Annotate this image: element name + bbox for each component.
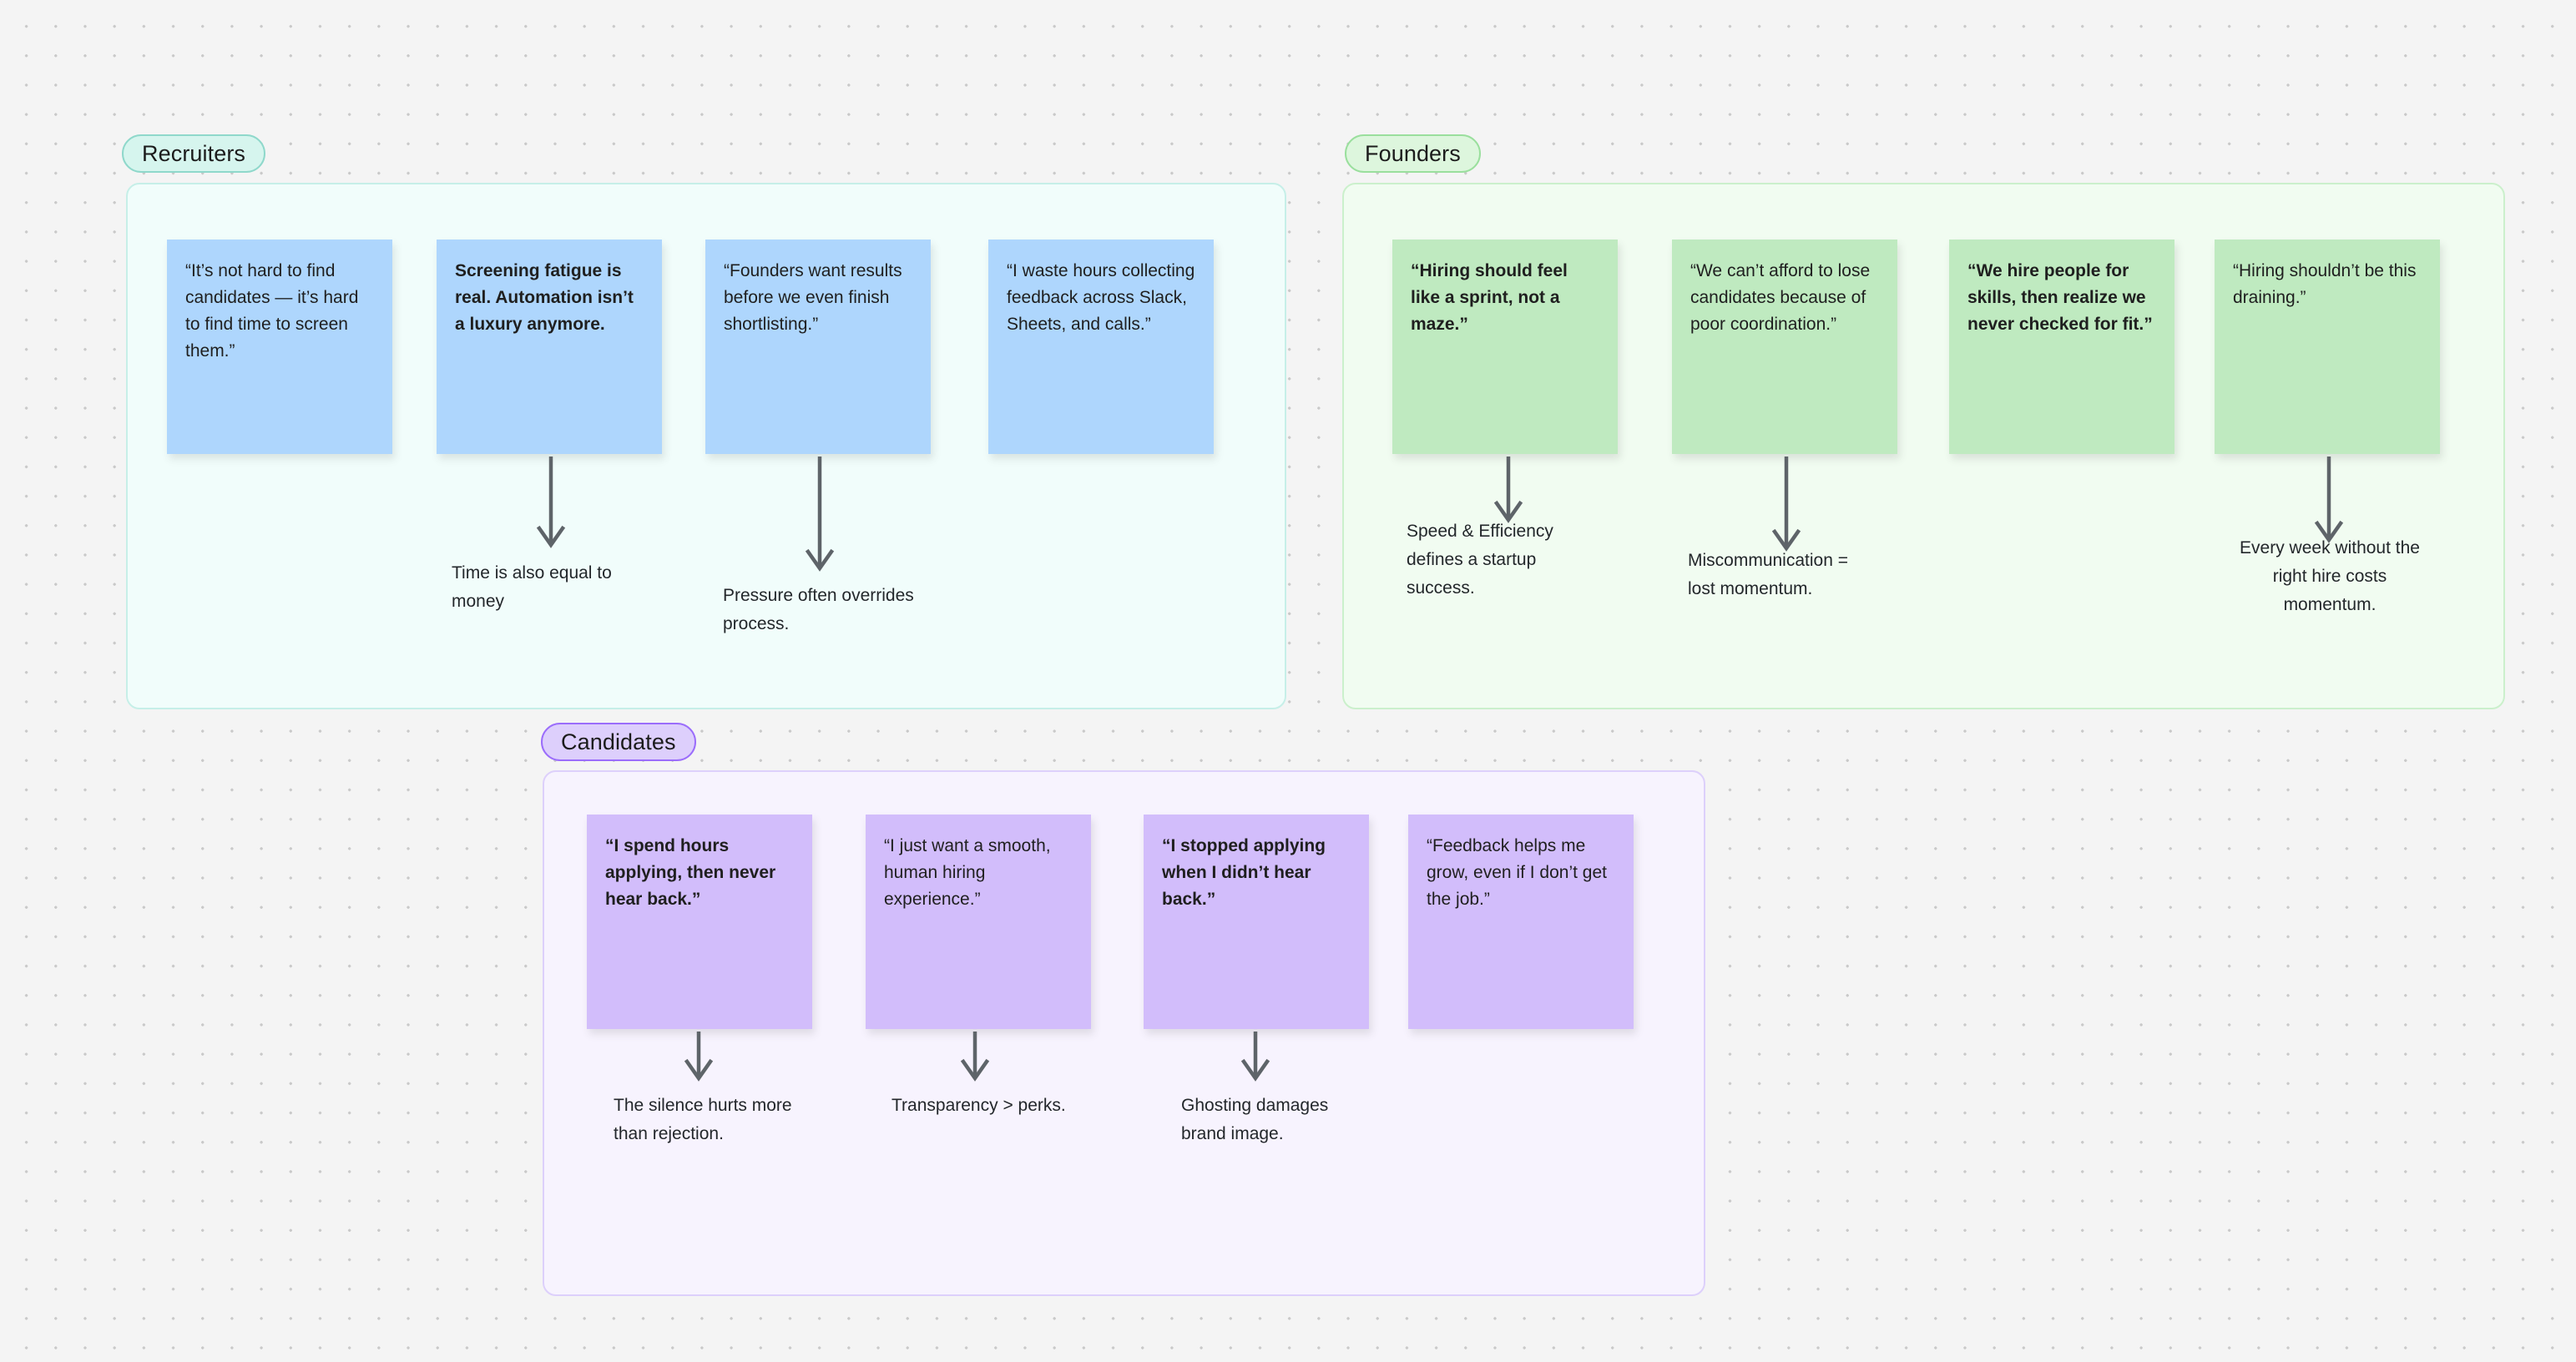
- sticky-note[interactable]: “I stopped applying when I didn’t hear b…: [1144, 815, 1369, 1029]
- sticky-note-text: “Hiring shouldn’t be this draining.”: [2233, 261, 2417, 307]
- arrow-down-icon: [684, 1032, 714, 1082]
- caption-text: Pressure often overrides process.: [723, 586, 914, 634]
- sticky-note-text: “We hire people for skills, then realize…: [1967, 261, 2153, 334]
- arrow-down-icon: [960, 1032, 990, 1082]
- sticky-note-text: “Hiring should feel like a sprint, not a…: [1411, 261, 1568, 334]
- sticky-note-text: “I waste hours collecting feedback acros…: [1007, 261, 1195, 334]
- section-label-founders[interactable]: Founders: [1345, 134, 1481, 173]
- sticky-note-text: “We can’t afford to lose candidates beca…: [1690, 261, 1871, 334]
- caption-text: Every week without the right hire costs …: [2240, 538, 2420, 615]
- sticky-note[interactable]: “We can’t afford to lose candidates beca…: [1672, 240, 1897, 454]
- arrow-down-icon: [2314, 457, 2344, 543]
- section-label-founders-text: Founders: [1365, 140, 1461, 166]
- sticky-note[interactable]: “Hiring shouldn’t be this draining.”: [2215, 240, 2440, 454]
- section-label-candidates[interactable]: Candidates: [541, 723, 696, 761]
- sticky-note[interactable]: “Hiring should feel like a sprint, not a…: [1392, 240, 1618, 454]
- sticky-note-text: “Feedback helps me grow, even if I don’t…: [1427, 836, 1607, 909]
- section-label-candidates-text: Candidates: [561, 729, 676, 754]
- sticky-note[interactable]: “Feedback helps me grow, even if I don’t…: [1408, 815, 1634, 1029]
- caption-text: Transparency > perks.: [891, 1096, 1066, 1115]
- caption-text: The silence hurts more than rejection.: [614, 1096, 792, 1144]
- arrow-down-icon: [1240, 1032, 1270, 1082]
- arrow-down-icon: [536, 457, 566, 548]
- caption-text: Speed & Efficiency defines a startup suc…: [1407, 522, 1553, 598]
- arrow-down-icon: [1493, 457, 1523, 523]
- sticky-note[interactable]: “It’s not hard to find candidates — it’s…: [167, 240, 392, 454]
- sticky-note-text: “It’s not hard to find candidates — it’s…: [185, 261, 359, 361]
- sticky-note-text: Screening fatigue is real. Automation is…: [455, 261, 634, 334]
- sticky-note[interactable]: “I waste hours collecting feedback acros…: [988, 240, 1214, 454]
- sticky-note[interactable]: Screening fatigue is real. Automation is…: [437, 240, 662, 454]
- arrow-down-icon: [1771, 457, 1801, 552]
- sticky-note[interactable]: “Founders want results before we even fi…: [705, 240, 931, 454]
- sticky-note[interactable]: “We hire people for skills, then realize…: [1949, 240, 2174, 454]
- caption-text: Time is also equal to money: [452, 563, 612, 612]
- sticky-note-text: “I stopped applying when I didn’t hear b…: [1162, 836, 1326, 909]
- sticky-note-text: “I spend hours applying, then never hear…: [605, 836, 776, 909]
- sticky-note-text: “I just want a smooth, human hiring expe…: [884, 836, 1051, 909]
- arrow-down-icon: [805, 457, 835, 572]
- sticky-note-text: “Founders want results before we even fi…: [724, 261, 902, 334]
- section-label-recruiters-text: Recruiters: [142, 140, 246, 166]
- sticky-note[interactable]: “I just want a smooth, human hiring expe…: [866, 815, 1091, 1029]
- caption-text: Ghosting damages brand image.: [1181, 1096, 1329, 1144]
- section-label-recruiters[interactable]: Recruiters: [122, 134, 266, 173]
- sticky-note[interactable]: “I spend hours applying, then never hear…: [587, 815, 812, 1029]
- caption-text: Miscommunication = lost momentum.: [1688, 551, 1848, 599]
